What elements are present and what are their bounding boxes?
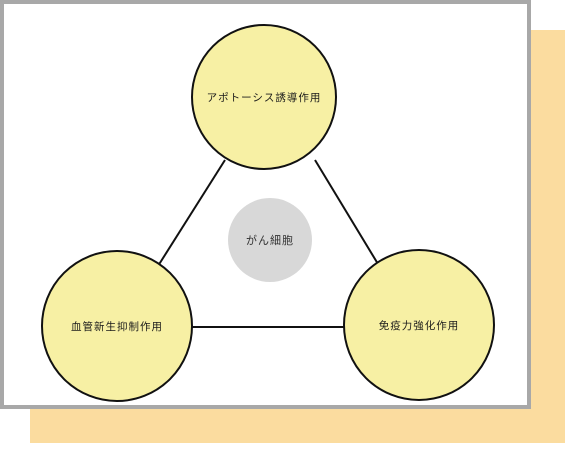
center-cancer-cell: がん細胞 <box>228 198 312 282</box>
node-apoptosis: アポトーシス誘導作用 <box>191 24 337 170</box>
node-angiogenesis-circle <box>41 250 193 402</box>
edge-apoptosis-immunity <box>314 159 379 265</box>
node-immunity-label: 免疫力強化作用 <box>379 319 460 332</box>
node-immunity-circle <box>343 249 495 401</box>
node-angiogenesis-label: 血管新生抑制作用 <box>71 320 163 333</box>
node-angiogenesis: 血管新生抑制作用 <box>41 250 193 402</box>
node-immunity: 免疫力強化作用 <box>343 249 495 401</box>
center-label: がん細胞 <box>246 233 294 247</box>
node-apoptosis-circle <box>191 24 337 170</box>
node-apoptosis-label: アポトーシス誘導作用 <box>207 91 322 104</box>
edge-apoptosis-angiogenesis <box>157 159 226 267</box>
center-circle <box>228 198 312 282</box>
